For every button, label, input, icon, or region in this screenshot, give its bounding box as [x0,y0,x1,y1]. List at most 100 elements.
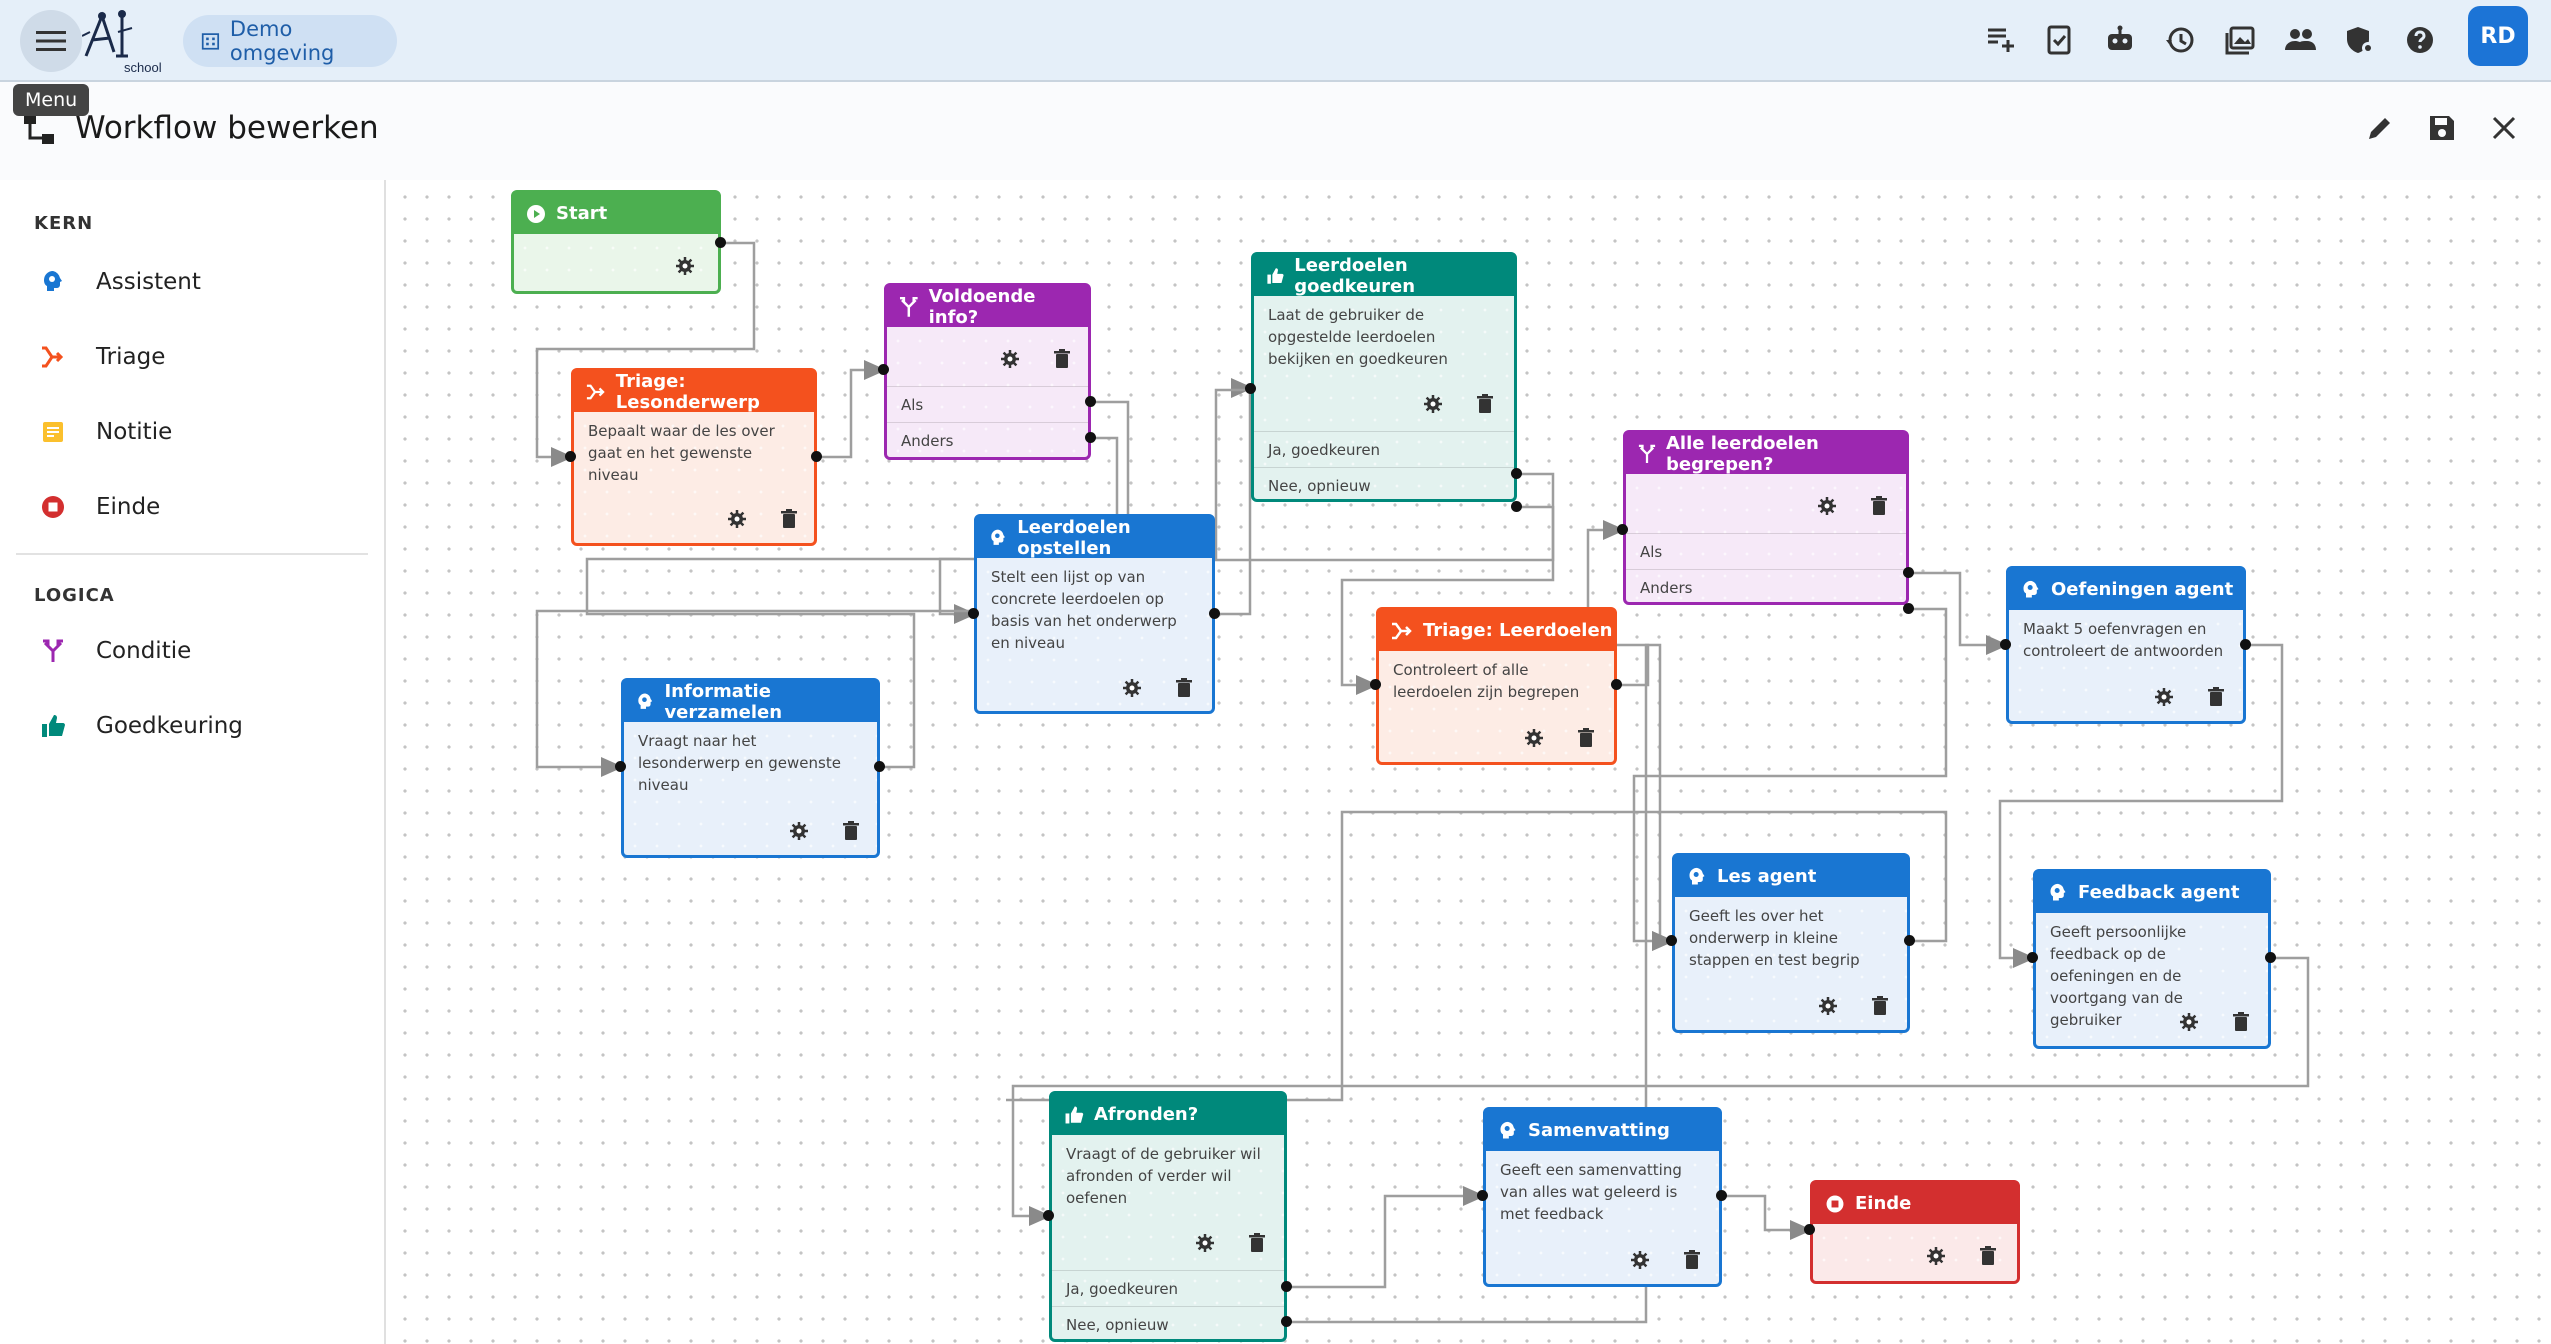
palette-item-conditie[interactable]: Conditie [36,631,191,671]
output-port[interactable] [1716,1190,1727,1201]
node-agent-samenvatting[interactable]: Samenvatting Geeft een samenvatting van … [1483,1107,1722,1287]
output-port[interactable] [1903,603,1914,614]
node-header[interactable]: Informatie verzamelen [624,681,877,723]
node-header[interactable]: Afronden? [1052,1094,1284,1135]
input-port[interactable] [1043,1210,1054,1221]
palette-item-einde[interactable]: Einde [36,487,160,527]
node-header[interactable]: Leerdoelen opstellen [977,517,1212,559]
delete-trash-icon[interactable] [1246,1232,1268,1254]
workspace-chip[interactable]: Demo omgeving [183,15,397,67]
output-port[interactable] [1903,567,1914,578]
node-condition-alle-leerdoelen-begrepen[interactable]: Alle leerdoelen begrepen? Als Anders [1623,430,1909,605]
output-port[interactable] [1281,1281,1292,1292]
settings-gear-icon[interactable] [1121,677,1143,699]
node-header[interactable]: Triage: Lesonderwerp [574,371,814,413]
delete-trash-icon[interactable] [2205,686,2227,708]
settings-gear-icon[interactable] [1816,495,1838,517]
output-port[interactable] [1611,679,1622,690]
input-port[interactable] [1477,1190,1488,1201]
palette-item-triage[interactable]: Triage [36,337,165,377]
save-button[interactable] [2424,110,2460,146]
node-approval-afronden[interactable]: Afronden? Vraagt of de gebruiker wil afr… [1049,1091,1287,1342]
node-agent-informatie-verzamelen[interactable]: Informatie verzamelen Vraagt naar het le… [621,678,880,858]
input-port[interactable] [1370,679,1381,690]
node-agent-les[interactable]: Les agent Geeft les over het onderwerp i… [1672,853,1910,1033]
settings-gear-icon[interactable] [1523,727,1545,749]
input-port[interactable] [1617,524,1628,535]
node-header[interactable]: Triage: Leerdoelen [1379,610,1614,651]
settings-gear-icon[interactable] [1817,995,1839,1017]
settings-gear-icon[interactable] [674,255,696,277]
output-port[interactable] [1085,432,1096,443]
node-header[interactable]: Start [514,193,718,234]
delete-trash-icon[interactable] [1869,995,1891,1017]
node-header[interactable]: Oefeningen agent [2009,569,2243,610]
settings-gear-icon[interactable] [1194,1232,1216,1254]
history-icon[interactable] [2160,18,2200,62]
output-port[interactable] [811,451,822,462]
output-port[interactable] [1904,935,1915,946]
node-header[interactable]: Feedback agent [2036,872,2268,913]
input-port[interactable] [968,608,979,619]
assignment-icon[interactable] [2040,18,2080,62]
node-header[interactable]: Alle leerdoelen begrepen? [1626,433,1906,475]
node-agent-oefeningen[interactable]: Oefeningen agent Maakt 5 oefenvragen en … [2006,566,2246,724]
palette-item-goedkeuring[interactable]: Goedkeuring [36,706,243,746]
people-icon[interactable] [2280,18,2320,62]
help-icon[interactable] [2400,18,2440,62]
palette-item-assistent[interactable]: Assistent [36,262,201,302]
settings-gear-icon[interactable] [726,508,748,530]
input-port[interactable] [878,364,889,375]
input-port[interactable] [1804,1224,1815,1235]
robot-icon[interactable] [2100,18,2140,62]
node-header[interactable]: Einde [1813,1183,2017,1224]
node-condition-voldoende-info[interactable]: Voldoende info? Als Anders [884,283,1091,460]
settings-gear-icon[interactable] [2153,686,2175,708]
input-port[interactable] [615,761,626,772]
node-start[interactable]: Start [511,190,721,294]
delete-trash-icon[interactable] [1977,1245,1999,1267]
node-triage-lesonderwerp[interactable]: Triage: Lesonderwerp Bepaalt waar de les… [571,368,817,546]
settings-gear-icon[interactable] [2178,1011,2200,1033]
node-header[interactable]: Voldoende info? [887,286,1088,328]
input-port[interactable] [1245,383,1256,394]
delete-trash-icon[interactable] [1474,393,1496,415]
node-triage-leerdoelen[interactable]: Triage: Leerdoelen Controleert of alle l… [1376,607,1617,765]
node-approval-leerdoelen-goedkeuren[interactable]: Leerdoelen goedkeuren Laat de gebruiker … [1251,252,1517,502]
node-agent-feedback[interactable]: Feedback agent Geeft persoonlijke feedba… [2033,869,2271,1049]
delete-trash-icon[interactable] [840,820,862,842]
input-port[interactable] [2027,952,2038,963]
admin-shield-icon[interactable] [2340,18,2380,62]
node-header[interactable]: Samenvatting [1486,1110,1719,1151]
delete-trash-icon[interactable] [2230,1011,2252,1033]
input-port[interactable] [565,451,576,462]
menu-button[interactable] [20,10,82,72]
output-port[interactable] [1209,608,1220,619]
output-port[interactable] [1281,1316,1292,1327]
node-agent-leerdoelen-opstellen[interactable]: Leerdoelen opstellen Stelt een lijst op … [974,514,1215,714]
input-port[interactable] [2000,639,2011,650]
close-button[interactable] [2486,110,2522,146]
delete-trash-icon[interactable] [1051,348,1073,370]
node-end[interactable]: Einde [1810,1180,2020,1284]
images-icon[interactable] [2220,18,2260,62]
output-port[interactable] [874,761,885,772]
delete-trash-icon[interactable] [1681,1249,1703,1271]
settings-gear-icon[interactable] [1422,393,1444,415]
output-port[interactable] [2240,639,2251,650]
output-port[interactable] [1085,396,1096,407]
output-port[interactable] [2265,952,2276,963]
delete-trash-icon[interactable] [1575,727,1597,749]
node-header[interactable]: Les agent [1675,856,1907,897]
edit-button[interactable] [2362,110,2398,146]
input-port[interactable] [1666,935,1677,946]
output-port[interactable] [715,237,726,248]
delete-trash-icon[interactable] [1173,677,1195,699]
delete-trash-icon[interactable] [778,508,800,530]
settings-gear-icon[interactable] [1629,1249,1651,1271]
settings-gear-icon[interactable] [1925,1245,1947,1267]
settings-gear-icon[interactable] [788,820,810,842]
ai-school-logo[interactable]: school [81,8,166,75]
output-port[interactable] [1511,501,1522,512]
delete-trash-icon[interactable] [1868,495,1890,517]
